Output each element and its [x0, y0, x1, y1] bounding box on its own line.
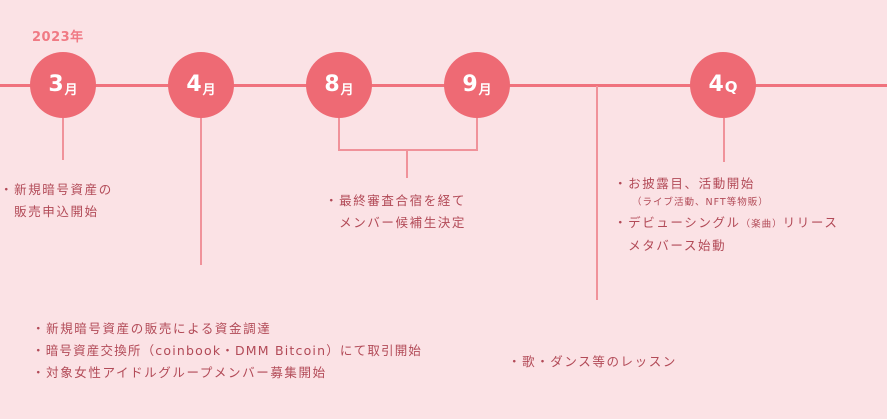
text-line: 販売申込開始: [0, 204, 99, 219]
text-line: メンバー候補生決定: [325, 215, 467, 230]
milestone-unit: 月: [64, 82, 78, 98]
milestone-number: 4: [186, 72, 202, 97]
text-line: ・対象女性アイドルグループメンバー募集開始: [32, 365, 327, 380]
text-part: リリース: [782, 215, 839, 230]
timeline-line: [0, 84, 887, 87]
connector-april: [200, 118, 202, 265]
text-4q: ・お披露目、活動開始 （ライブ活動、NFT等物販） ・デビューシングル（楽曲）リ…: [614, 173, 838, 256]
text-line: ・新規暗号資産の: [0, 182, 113, 197]
text-line: ・最終審査合宿を経て: [325, 193, 467, 208]
text-march: ・新規暗号資産の 販売申込開始: [0, 179, 113, 223]
milestone-number: 4: [708, 72, 724, 97]
year-label: 2023年: [32, 30, 84, 45]
milestone-number: 3: [48, 72, 64, 97]
text-aug-sep: ・最終審査合宿を経て メンバー候補生決定: [325, 190, 466, 234]
text-sub-line: （ライブ活動、NFT等物販）: [632, 197, 769, 208]
connector-sep: [476, 118, 478, 150]
text-line: ・デビューシングル（楽曲）リリース: [614, 212, 838, 235]
milestone-unit: 月: [340, 82, 354, 98]
text-line: ・暗号資産交換所（coinbook・DMM Bitcoin）にて取引開始: [32, 343, 423, 358]
connector-lesson: [596, 86, 598, 300]
text-small: （楽曲）: [740, 219, 783, 230]
milestone-number: 9: [462, 72, 478, 97]
connector-aug: [338, 118, 340, 150]
text-lesson: ・歌・ダンス等のレッスン: [508, 351, 677, 373]
text-part: ・デビューシングル: [614, 215, 741, 230]
text-line: ・新規暗号資産の販売による資金調達: [32, 321, 272, 336]
text-line: ・お披露目、活動開始: [614, 176, 756, 191]
connector-aug-sep-drop: [406, 150, 408, 178]
connector-march: [62, 118, 64, 160]
text-line: メタバース始動: [614, 238, 727, 253]
text-line: ・歌・ダンス等のレッスン: [508, 354, 677, 369]
milestone-number: 8: [324, 72, 340, 97]
connector-4q: [723, 118, 725, 162]
milestone-unit: Q: [724, 78, 738, 96]
text-april: ・新規暗号資産の販売による資金調達 ・暗号資産交換所（coinbook・DMM …: [32, 318, 422, 384]
milestone-unit: 月: [202, 82, 216, 98]
connector-aug-sep-bar: [338, 149, 478, 151]
milestone-unit: 月: [478, 82, 492, 98]
